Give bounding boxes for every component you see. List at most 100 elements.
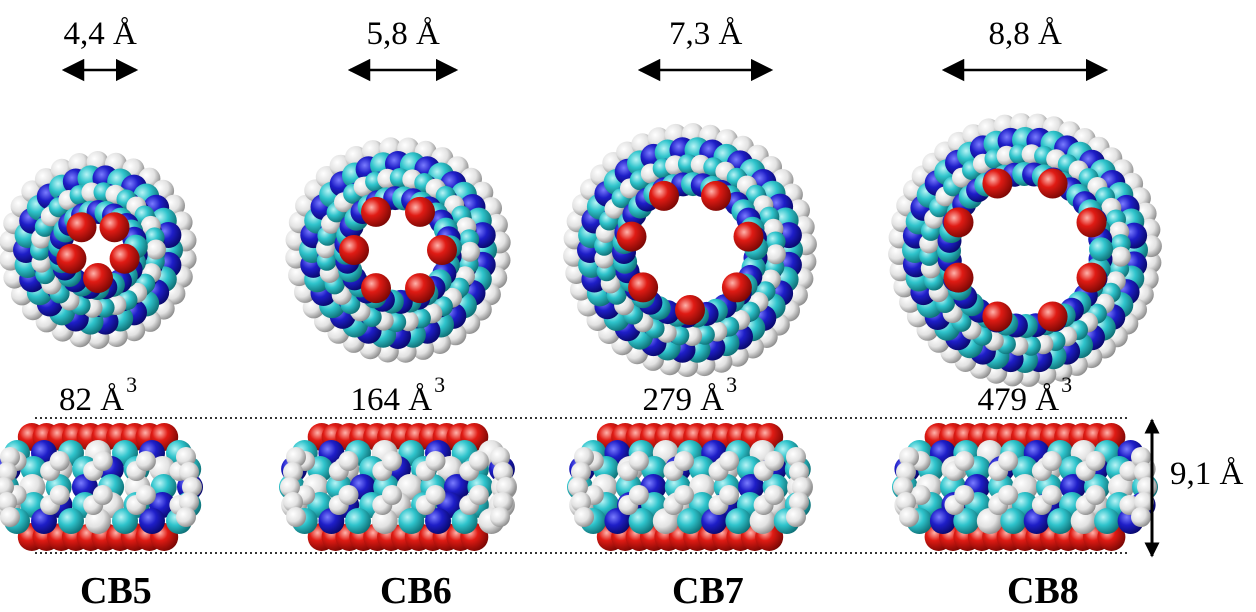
atom-carbon xyxy=(725,508,752,534)
atom-hydrogen xyxy=(338,485,359,505)
arrows-layer xyxy=(61,58,1160,558)
molecule-side-view-cb5 xyxy=(0,423,203,551)
atom-hydrogen xyxy=(0,477,14,497)
atom-hydrogen xyxy=(283,492,303,512)
atom-hydrogen xyxy=(899,447,919,467)
molecule-name-cb8: CB8 xyxy=(1007,570,1079,612)
atom-hydrogen xyxy=(280,477,300,497)
atom-hydrogen xyxy=(689,474,716,500)
atom-hydrogen xyxy=(998,485,1019,505)
atom-carbon xyxy=(628,508,655,534)
atom-hydrogen xyxy=(49,451,70,471)
atom-hydrogen xyxy=(568,477,588,497)
atom-hydrogen xyxy=(338,451,359,471)
atom-hydrogen xyxy=(893,477,913,497)
atom-hydrogen xyxy=(899,507,919,527)
atom-hydrogen xyxy=(954,485,975,505)
atom-hydrogen xyxy=(896,492,916,512)
atom-oxygen xyxy=(982,301,1013,332)
atom-hydrogen xyxy=(135,451,156,471)
atom-hydrogen xyxy=(460,241,480,262)
atom-oxygen xyxy=(1076,262,1107,293)
volume-label-cb5: 82 Å3 xyxy=(59,372,138,418)
atom-hydrogen xyxy=(719,485,740,505)
molecules-layer xyxy=(0,113,1162,551)
atom-hydrogen xyxy=(1041,485,1062,505)
atom-oxygen xyxy=(405,273,435,304)
atom-hydrogen xyxy=(896,462,916,482)
atom-hydrogen xyxy=(382,451,402,471)
atom-hydrogen xyxy=(468,485,489,505)
atom-hydrogen xyxy=(571,492,591,512)
atom-oxygen xyxy=(733,221,764,252)
atom-hydrogen xyxy=(286,447,306,467)
atom-hydrogen xyxy=(764,485,785,505)
atom-oxygen xyxy=(361,273,391,304)
atom-carbon xyxy=(58,508,84,534)
atom-carbon xyxy=(1094,508,1121,534)
atom-oxygen xyxy=(109,243,140,274)
atom-hydrogen xyxy=(674,451,694,471)
atom-nitrogen xyxy=(929,508,956,534)
atom-oxygen xyxy=(361,196,391,227)
atom-carbon xyxy=(1012,456,1038,482)
atom-oxygen xyxy=(1037,301,1068,332)
atom-hydrogen xyxy=(1119,461,1140,481)
atom-nitrogen xyxy=(604,508,631,534)
volume-label-cb8: 479 Å3 xyxy=(977,372,1073,418)
atom-hydrogen xyxy=(998,451,1019,471)
atom-oxygen xyxy=(675,295,705,325)
atom-hydrogen xyxy=(182,477,202,497)
atom-oxygen xyxy=(83,263,113,293)
atom-hydrogen xyxy=(425,485,446,505)
atom-hydrogen xyxy=(371,508,398,534)
atom-oxygen xyxy=(649,180,679,211)
diameter-label-cb8: 8,8 Å xyxy=(988,16,1062,52)
atom-hydrogen xyxy=(628,451,649,471)
atom-hydrogen xyxy=(146,239,166,260)
atom-oxygen xyxy=(701,180,731,211)
atom-hydrogen xyxy=(786,447,806,467)
molecule-name-cb7: CB7 xyxy=(672,570,744,612)
atom-hydrogen xyxy=(135,485,156,505)
atom-hydrogen xyxy=(425,451,446,471)
atom-hydrogen xyxy=(786,507,806,527)
atom-carbon xyxy=(953,508,980,534)
molecule-top-view-cb5 xyxy=(0,151,197,349)
atom-carbon xyxy=(345,508,371,534)
diameter-label-cb7: 7,3 Å xyxy=(669,16,743,52)
atom-hydrogen xyxy=(1085,485,1106,505)
molecule-top-view-cb7 xyxy=(563,123,817,377)
atom-hydrogen xyxy=(571,462,591,482)
atom-oxygen xyxy=(99,212,130,243)
atom-oxygen xyxy=(1076,207,1107,238)
atom-hydrogen xyxy=(674,485,694,505)
atom-oxygen xyxy=(943,262,974,293)
diameter-label-cb6: 5,8 Å xyxy=(366,16,440,52)
atom-oxygen xyxy=(616,221,647,252)
atom-hydrogen xyxy=(764,451,785,471)
atom-hydrogen xyxy=(490,447,510,467)
volume-label-cb7: 279 Å3 xyxy=(642,372,738,418)
atom-hydrogen xyxy=(954,451,975,471)
atom-oxygen xyxy=(427,235,457,265)
atom-hydrogen xyxy=(1041,451,1062,471)
atom-hydrogen xyxy=(574,447,594,467)
volume-label-cb6: 164 Å3 xyxy=(350,372,446,418)
atom-carbon xyxy=(1047,508,1074,534)
atom-hydrogen xyxy=(176,447,196,467)
molecule-name-cb6: CB6 xyxy=(380,570,452,612)
atom-oxygen xyxy=(628,272,659,303)
atom-carbon xyxy=(398,508,425,534)
molecule-side-view-cb6 xyxy=(279,423,517,551)
atom-oxygen xyxy=(66,212,97,243)
atom-hydrogen xyxy=(382,485,402,505)
atom-hydrogen xyxy=(286,507,306,527)
atom-hydrogen xyxy=(49,485,70,505)
atom-hydrogen xyxy=(765,244,786,265)
atom-hydrogen xyxy=(176,507,196,527)
atom-oxygen xyxy=(405,196,435,227)
atom-oxygen xyxy=(721,272,752,303)
atom-nitrogen xyxy=(139,508,165,534)
